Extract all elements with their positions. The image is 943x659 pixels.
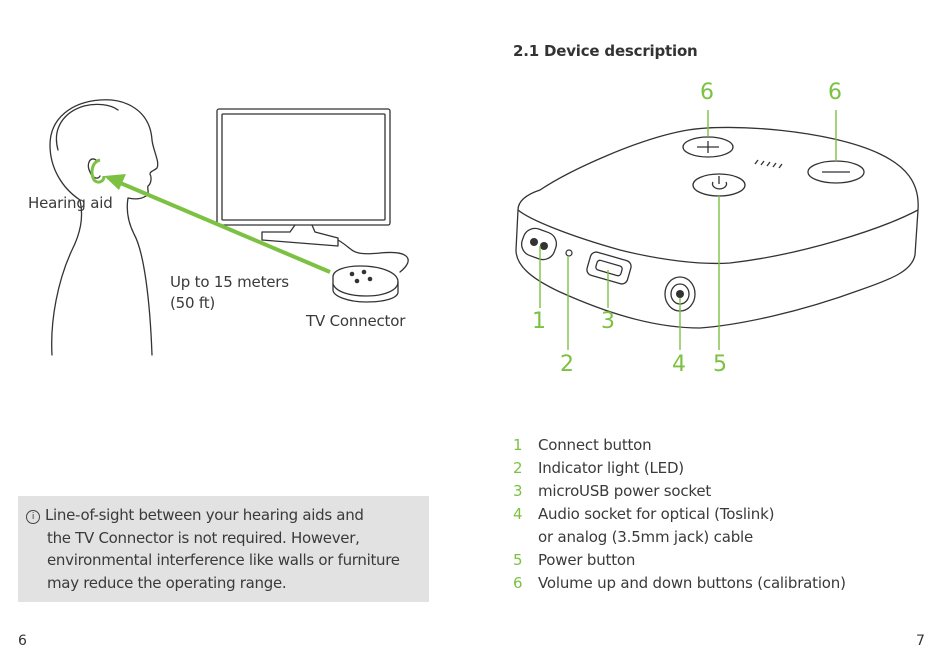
indicator-led [565,249,573,257]
tv-connector-buttons [349,269,373,284]
note-line-4: may reduce the operating range. [47,573,287,592]
section-heading: 2.1 Device description [513,42,698,60]
volume-up-button [682,136,734,158]
tv-connector-setup-illustration [49,99,409,356]
range-label-line2: (50 ft) [170,294,216,312]
page-number-left: 6 [18,633,27,649]
signal-arrowhead [104,174,126,190]
callout-1: 1 [532,309,546,334]
hearing-aid-label: Hearing aid [28,194,113,212]
info-icon: i [26,510,40,524]
connect-button [520,227,558,261]
tv-screen [216,108,391,226]
tv-connector-device [332,265,399,303]
callout-6-volume-up: 6 [700,80,714,105]
callout-4: 4 [672,352,686,377]
callout-5: 5 [713,352,727,377]
device-diagram [515,110,919,350]
person-figure [49,99,159,356]
signal-arrow [117,180,331,274]
tv-connector-label: TV Connector [306,312,406,330]
legend-item-continuation: or analog (3.5mm jack) cable [538,528,754,546]
callout-6-volume-down: 6 [828,80,842,105]
note-line-2: the TV Connector is not required. Howeve… [47,528,360,547]
page-number-right: 7 [916,633,925,649]
device-body [515,126,919,329]
range-label-line1: Up to 15 meters [170,273,289,291]
tv-cable [337,239,409,273]
hearing-aid-device [90,158,106,184]
microusb-socket [586,251,632,285]
callout-3: 3 [601,309,615,334]
tv-stand [261,224,339,247]
callout-2: 2 [560,352,574,377]
note-line-3: environmental interference like walls or… [47,551,400,569]
